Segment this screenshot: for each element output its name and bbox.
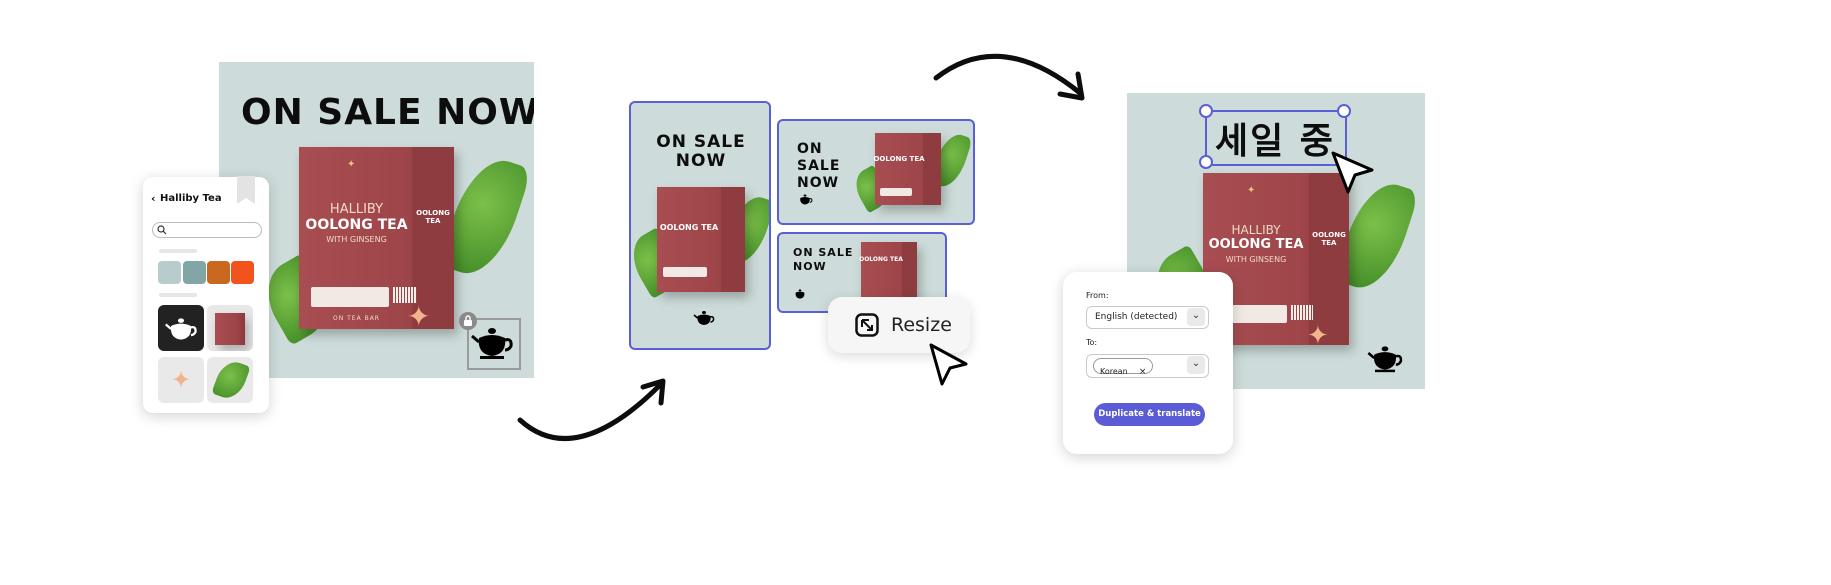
search-input[interactable] (152, 222, 262, 238)
selection-handle[interactable] (1337, 104, 1351, 118)
color-swatch[interactable] (183, 261, 206, 284)
product-footer: ON TEA BAR (333, 315, 380, 322)
translate-panel: From: English (detected) ⌄ To: Korean × … (1063, 272, 1233, 454)
headline-text: ON SALE NOW (793, 246, 854, 273)
product-side-text: OOLONG TEA (1312, 231, 1346, 247)
teapot-icon (795, 289, 805, 299)
chevron-down-icon[interactable]: ⌄ (1187, 308, 1205, 326)
teapot-frame[interactable] (467, 318, 521, 370)
resized-canvas-wide[interactable]: ON SALE NOW OOLONG TEA (777, 119, 975, 225)
duplicate-translate-label: Duplicate & translate (1098, 409, 1201, 419)
teapot-icon (800, 194, 813, 205)
resize-button-label: Resize (891, 314, 952, 336)
product-box-image: OOLONG TEA (657, 187, 745, 292)
color-swatch[interactable] (231, 261, 254, 284)
search-icon (157, 225, 167, 235)
to-language-select[interactable]: Korean × ⌄ (1086, 354, 1209, 378)
product-brand-line1: HALLIBY (329, 202, 384, 217)
resize-icon (855, 313, 879, 337)
product-side-text: OOLONG TEA (416, 209, 450, 225)
to-label: To: (1086, 338, 1098, 347)
section-divider (159, 249, 197, 253)
headline-text: ON SALE NOW (797, 141, 841, 191)
product-brand-line3: WITH GINSENG (1225, 255, 1287, 264)
sparkle-icon: ✦ (407, 300, 431, 333)
headline-text[interactable]: ON SALE NOW (241, 92, 534, 133)
selection-handle[interactable] (1199, 104, 1213, 118)
duplicate-translate-button[interactable]: Duplicate & translate (1094, 403, 1205, 426)
from-label: From: (1086, 291, 1109, 300)
design-canvas-original[interactable]: ON SALE NOW ✦ HALLIBY OOLONG TEA WITH GI… (219, 62, 534, 378)
bookmark-icon (237, 176, 255, 204)
resized-canvas-tall[interactable]: ON SALE NOW OOLONG TEA (629, 101, 771, 350)
asset-box-tile[interactable] (207, 305, 253, 351)
language-chip[interactable]: Korean × (1093, 358, 1154, 377)
chevron-down-icon[interactable]: ⌄ (1187, 356, 1205, 374)
section-divider (159, 293, 197, 297)
asset-leaf-tile[interactable] (207, 357, 253, 403)
cursor-icon (929, 343, 968, 386)
from-language-value: English (detected) (1095, 312, 1178, 322)
language-chip-label: Korean (1100, 367, 1128, 376)
product-box-image[interactable]: ✦ HALLIBY OOLONG TEA WITH GINSENG OOLONG… (299, 147, 454, 329)
brand-kit-panel: ‹ Halliby Tea ✦ (143, 176, 269, 413)
product-brand-line2: OOLONG TEA (305, 217, 408, 233)
chip-remove-icon[interactable]: × (1138, 367, 1147, 377)
product-brand-line2: OOLONG TEA (859, 256, 903, 263)
flow-arrow (517, 378, 666, 441)
product-brand-line2: OOLONG TEA (873, 155, 925, 163)
color-swatch[interactable] (207, 261, 230, 284)
brand-kit-title: Halliby Tea (160, 193, 222, 204)
product-brand-line3: WITH GINSENG (326, 235, 387, 244)
product-box-image: OOLONG TEA (873, 133, 941, 205)
asset-sparkle-tile[interactable]: ✦ (158, 357, 204, 403)
teapot-icon (165, 318, 197, 340)
teapot-icon[interactable] (471, 324, 513, 360)
text-selection-box[interactable] (1205, 110, 1347, 166)
sparkle-icon: ✦ (1307, 321, 1329, 351)
product-brand-line1: HALLIBY (1231, 223, 1281, 237)
lock-icon (464, 315, 472, 326)
color-swatch[interactable] (158, 261, 181, 284)
resize-button[interactable]: Resize (828, 297, 970, 353)
korean-headline-text[interactable]: 세일 중 (1215, 121, 1335, 162)
headline-text: ON SALE NOW (656, 132, 746, 171)
teapot-icon (693, 311, 715, 325)
teapot-icon (1367, 346, 1403, 373)
product-brand-line2: OOLONG TEA (1208, 237, 1304, 252)
flow-arrow (933, 53, 1085, 101)
product-brand-line2: OOLONG TEA (659, 223, 719, 232)
product-box-image: OOLONG TEA (859, 242, 917, 304)
from-language-select[interactable]: English (detected) ⌄ (1086, 306, 1209, 329)
back-chevron-icon[interactable]: ‹ (151, 192, 156, 205)
cursor-icon (1331, 151, 1374, 194)
selection-handle[interactable] (1199, 155, 1213, 169)
